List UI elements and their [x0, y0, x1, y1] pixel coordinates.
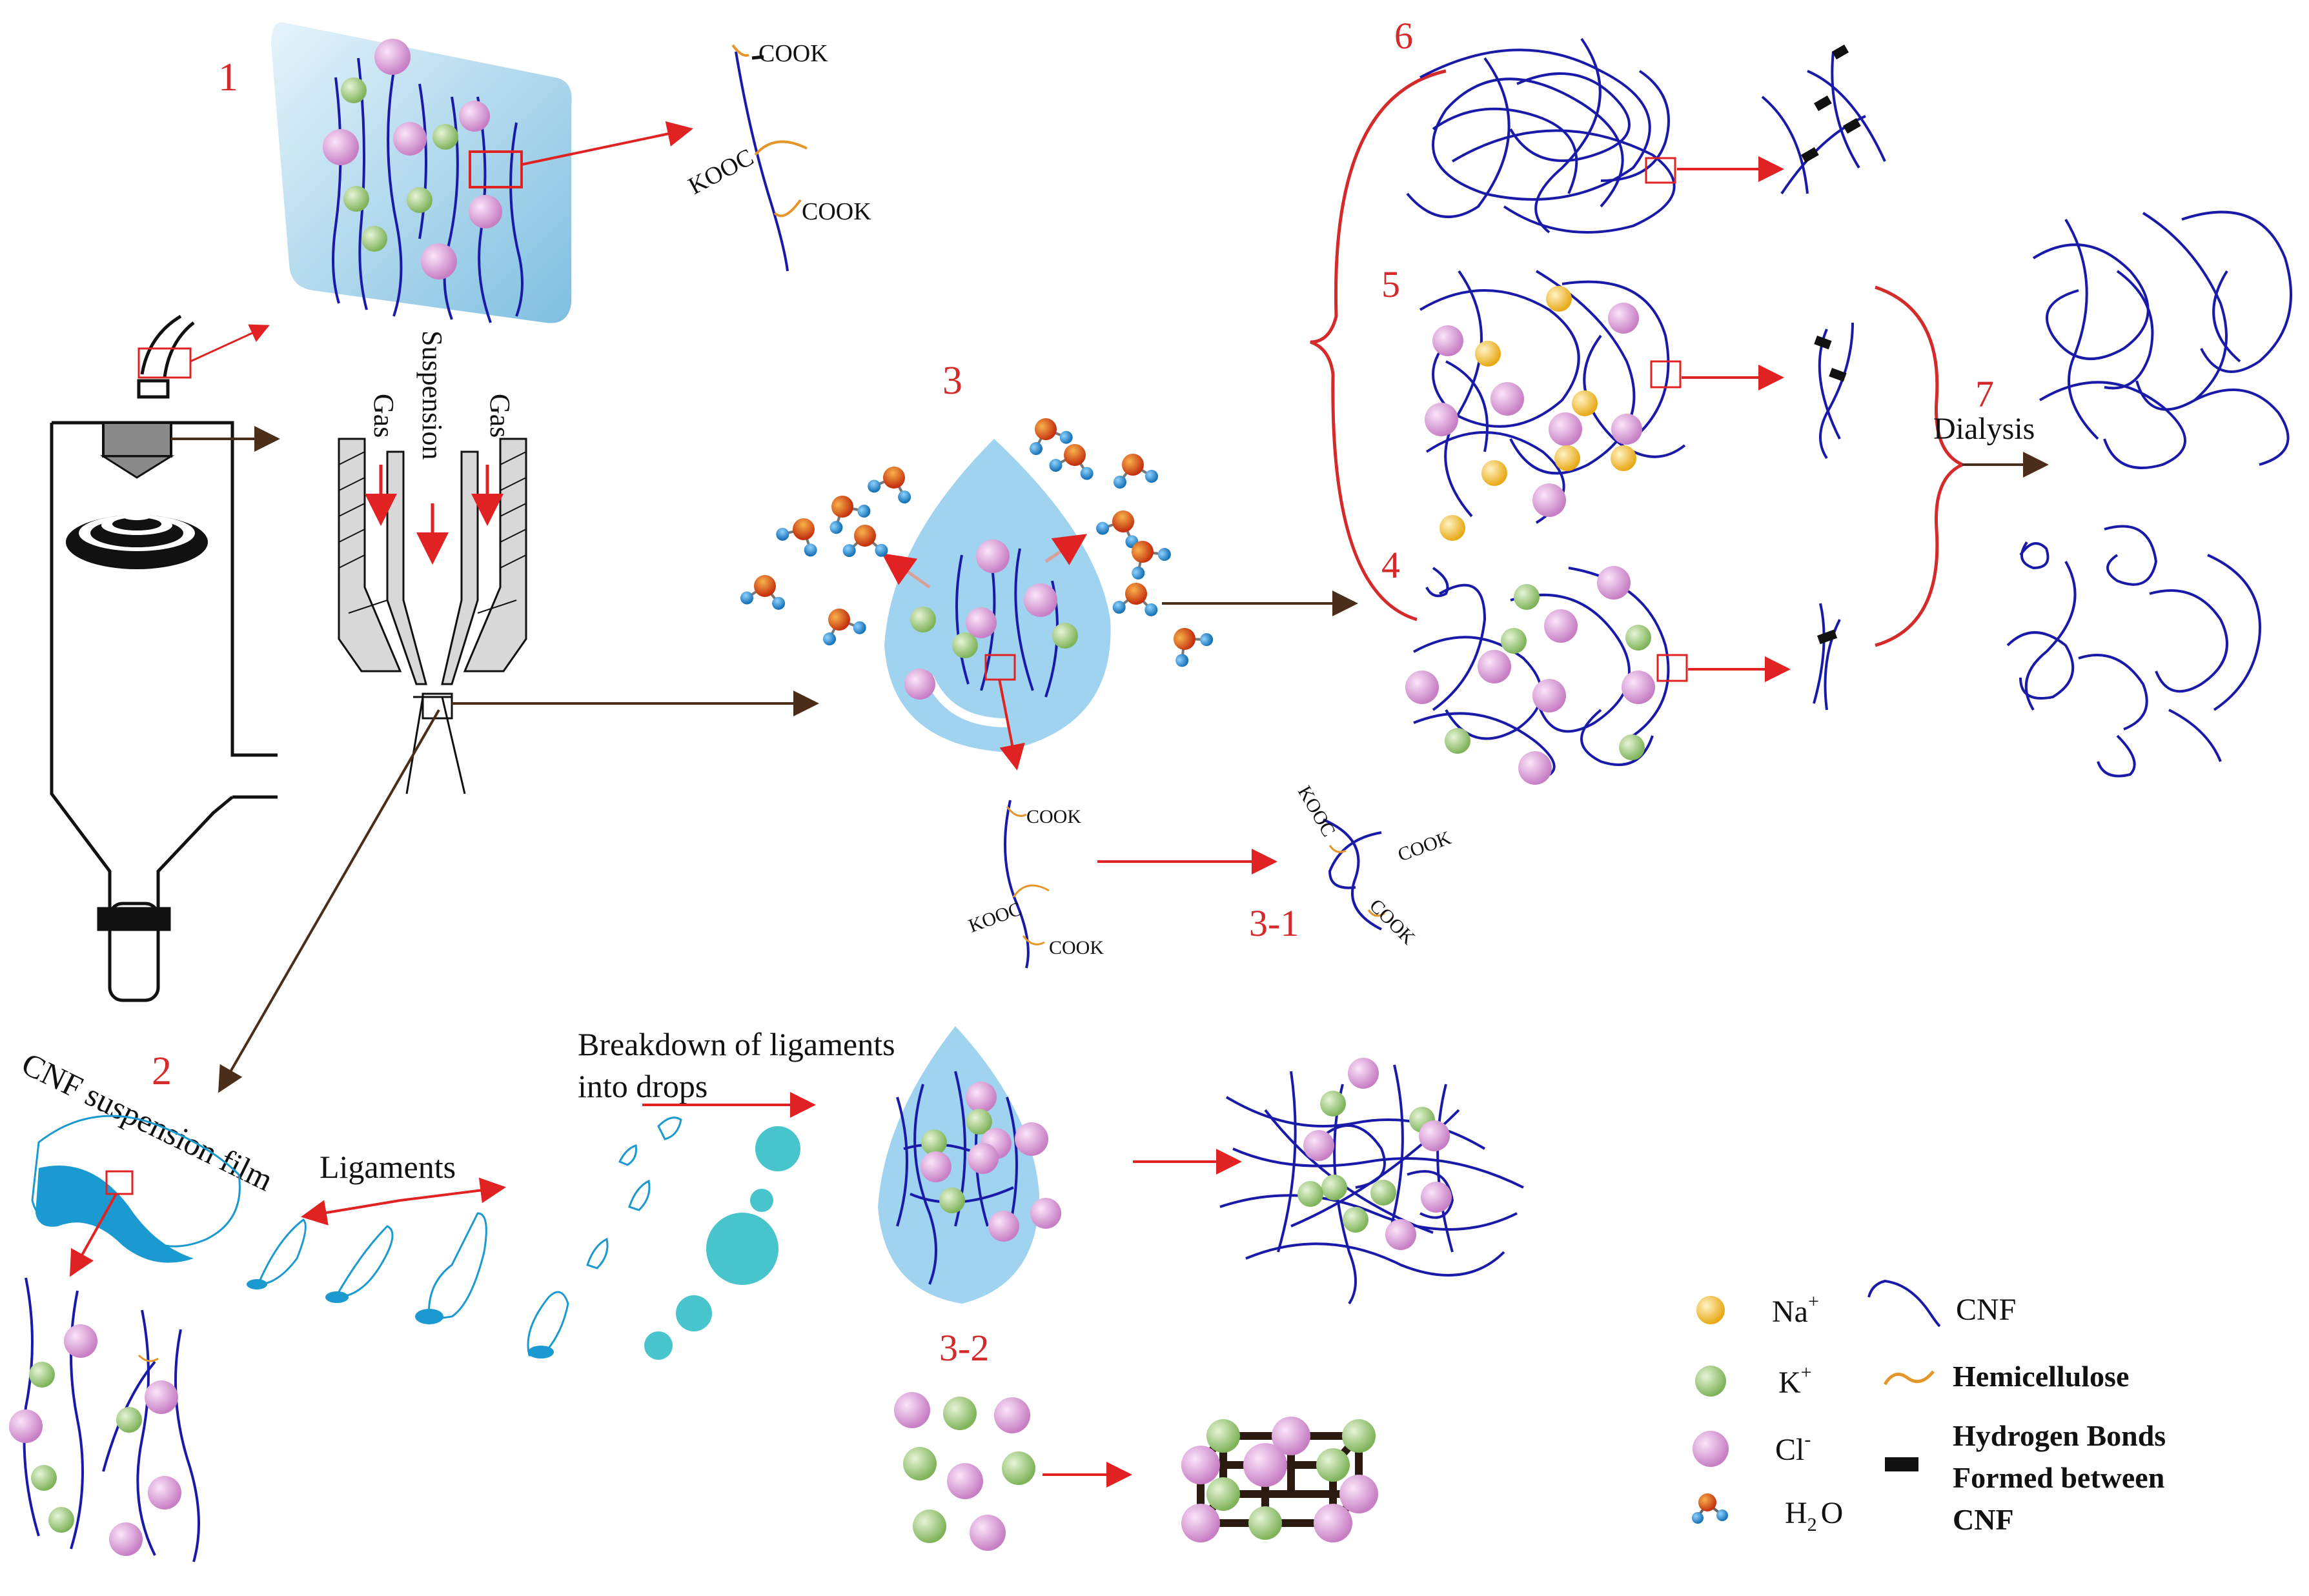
cook-label-3b: COOK	[1049, 937, 1104, 958]
product-4-ions	[1405, 566, 1655, 785]
kooc-label-1: KOOC	[684, 143, 758, 200]
ligaments-shapes	[256, 1212, 487, 1321]
legend-k-swatch	[1695, 1366, 1726, 1397]
step-7-label: 7	[1975, 373, 1994, 415]
water-molecule	[822, 609, 866, 646]
hbond-cluster-6	[1761, 44, 1886, 195]
step-6-label: 6	[1394, 15, 1413, 57]
arrow-film-zoom	[70, 1193, 117, 1277]
breakdown-label-line2: into drops	[578, 1068, 707, 1104]
suspension-label: Suspension	[416, 330, 448, 460]
legend-cl-swatch	[1693, 1431, 1729, 1467]
nozzle-cross-section: Suspension Gas Gas	[338, 330, 527, 794]
water-molecules	[740, 418, 1214, 667]
cook-label-1a: COOK	[758, 40, 828, 67]
ligaments-tips	[247, 1279, 443, 1324]
water-molecule	[740, 575, 786, 610]
water-molecule	[1114, 454, 1158, 489]
legend-cl-label: Cl-	[1775, 1429, 1811, 1467]
kcl-crystal	[1181, 1417, 1378, 1542]
cnf-suspension-film	[31, 1115, 241, 1263]
legend-k-label: K+	[1778, 1362, 1812, 1400]
cook-label-3-1a: COOK	[1395, 827, 1454, 865]
legend-hemicellulose-label: Hemicellulose	[1953, 1360, 2129, 1393]
kooc-label-3: KOOC	[966, 898, 1024, 936]
legend-hbond-label-2: Formed between	[1953, 1461, 2164, 1494]
step-3-2-label: 3-2	[939, 1327, 989, 1369]
zoom-box-feed-line	[137, 347, 192, 379]
legend-h2o-swatch	[1692, 1493, 1728, 1524]
legend-hbond-label-1: Hydrogen Bonds	[1953, 1419, 2166, 1452]
arrow-feed-to-suspension	[190, 324, 270, 363]
arrow-suspension-zoom	[521, 121, 693, 166]
cnf-molecule-zoom-3: COOK KOOC COOK	[966, 800, 1104, 969]
water-molecule	[1029, 418, 1073, 456]
legend-hemicellulose-swatch	[1883, 1370, 1935, 1386]
product-6-cnf-network	[1406, 37, 1676, 234]
legend-hbond-swatch	[1885, 1457, 1918, 1471]
free-ions-3-2	[894, 1392, 1035, 1551]
evaporating-droplet	[881, 439, 1111, 752]
legend-na-swatch	[1696, 1296, 1725, 1324]
gas-right-label: Gas	[484, 394, 516, 438]
water-molecule	[1049, 444, 1093, 480]
water-molecule	[1132, 541, 1171, 580]
gas-left-label: Gas	[368, 394, 400, 438]
step-4-label: 4	[1381, 544, 1400, 586]
zoom-box-4	[1656, 654, 1688, 682]
dialyzed-network-bottom	[2006, 525, 2261, 778]
step-3-1-label: 3-1	[1249, 902, 1299, 944]
water-molecule	[868, 467, 911, 504]
atomizer-nozzle	[66, 421, 208, 569]
water-molecule	[776, 518, 817, 557]
kooc-label-3-1: KOOC	[1294, 782, 1339, 840]
legend-hbond-label-3: CNF	[1953, 1503, 2014, 1536]
spray-dryer-apparatus	[50, 314, 278, 1002]
cnf-molecule-zoom-1: COOK KOOC COOK	[684, 40, 871, 272]
film-zoom-cnf	[9, 1277, 200, 1562]
water-molecule	[1112, 583, 1158, 616]
arrow-ligaments-left	[301, 1199, 401, 1226]
legend-na-label: Na+	[1772, 1291, 1819, 1329]
cook-label-3a: COOK	[1026, 806, 1081, 827]
cnf-curled-3-1: KOOC COOK COOK	[1294, 782, 1454, 949]
suspension-panel	[271, 22, 572, 323]
hbond-cluster-4	[1813, 603, 1841, 711]
cook-label-1b: COOK	[802, 198, 871, 225]
dried-particle-network	[1219, 1058, 1524, 1305]
hbond-cluster-5	[1814, 322, 1854, 460]
cook-label-3-1b: COOK	[1365, 895, 1419, 949]
arrow-nozzle-to-film	[218, 709, 440, 1093]
step-3-label: 3	[942, 359, 962, 403]
dialyzed-network-top	[2032, 210, 2292, 469]
arrow-ligaments-right	[400, 1177, 506, 1204]
zoom-box-6	[1645, 157, 1676, 184]
ligaments-label: Ligaments	[320, 1149, 456, 1185]
brace-products-right	[1875, 285, 1967, 647]
arrow-droplet-zoom	[998, 678, 1025, 771]
step-1-label: 1	[218, 56, 238, 99]
drop-with-cnf	[878, 1026, 1061, 1304]
product-5-ions	[1425, 286, 1642, 541]
brace-products-left	[1310, 69, 1447, 621]
water-molecule	[829, 496, 871, 534]
step-2-label: 2	[152, 1049, 172, 1093]
step-5-label: 5	[1381, 263, 1400, 305]
water-molecule	[842, 525, 888, 558]
breakdown-label-line1: Breakdown of ligaments	[578, 1026, 895, 1062]
dialysis-label: Dialysis	[1933, 412, 2035, 446]
zoom-box-5	[1650, 360, 1682, 389]
water-molecule	[1174, 628, 1214, 667]
legend-cnf-label: CNF	[1956, 1293, 2016, 1327]
legend-cnf-swatch	[1867, 1279, 1941, 1328]
drop-breakdown	[527, 1116, 800, 1360]
